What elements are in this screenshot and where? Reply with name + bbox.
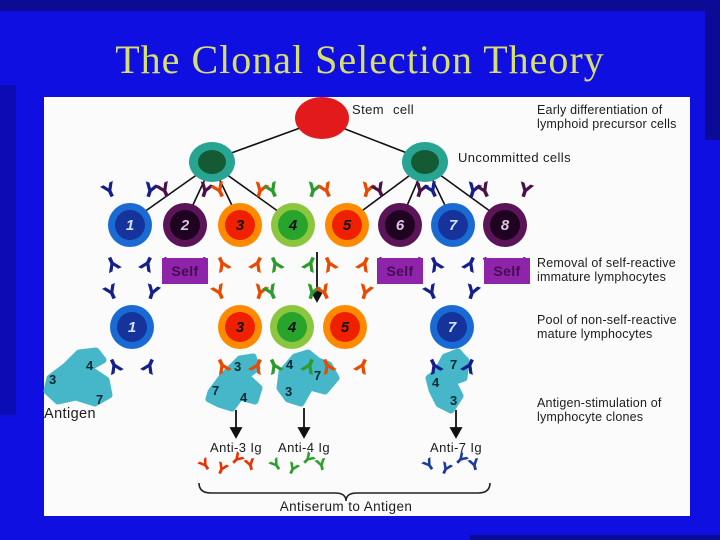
cell-number: 1 [125, 216, 135, 234]
cell-body: 4 [270, 305, 314, 349]
antigen-number: 7 [212, 383, 220, 398]
frame-bottom [470, 535, 720, 540]
antigen-number: 3 [450, 393, 458, 408]
stem-cell [295, 97, 349, 139]
cell-number: 4 [288, 216, 298, 234]
cell-number: 2 [180, 216, 190, 234]
antibody-icon: Y [242, 454, 258, 476]
cell-body: 3 [218, 203, 262, 247]
anti-3-ig-label: Anti-3 Ig [209, 440, 263, 455]
antigen-number: 7 [450, 357, 458, 372]
frame-top [0, 0, 720, 11]
antibody-icon: Y [266, 454, 286, 476]
cell-number: 5 [340, 318, 350, 336]
stem-cell-label: Stem cell [352, 102, 415, 117]
antibody-icon: Y [313, 454, 329, 476]
cell-body: 7 [431, 203, 475, 247]
cell-body: 7 [430, 305, 474, 349]
self-box: Self [377, 258, 423, 284]
cell-body: 6 [378, 203, 422, 247]
anti-7-ig-label: Anti-7 Ig [429, 440, 483, 455]
antigen-number: 4 [240, 390, 248, 405]
uncommitted-nucleus [198, 150, 226, 174]
cell-number: 7 [448, 216, 458, 234]
antigen-number: 7 [96, 392, 104, 407]
antigen-number: 3 [49, 372, 57, 387]
annotation-pool-mature: Pool of non-self-reactive mature lymphoc… [537, 313, 677, 342]
antibody-icon: Y [195, 454, 215, 476]
cell-body: 5 [323, 305, 367, 349]
cell-body: 2 [163, 203, 207, 247]
uncommitted-cell-left [189, 142, 235, 182]
self-box: Self [484, 258, 530, 284]
cell-number: 1 [127, 318, 137, 336]
annotation-removal-self-reactive: Removal of self-reactive immature lympho… [537, 256, 676, 285]
cell-number: 3 [235, 216, 245, 234]
cell-body: 4 [271, 203, 315, 247]
self-box: Self [162, 258, 208, 284]
self-label: Self [171, 263, 199, 279]
antigen-number: 4 [286, 357, 294, 372]
cell-number: 7 [447, 318, 457, 336]
slide-title: The Clonal Selection Theory [115, 37, 605, 82]
uncommitted-nucleus [411, 150, 439, 174]
antibody-icon: Y [466, 454, 482, 476]
cell-body: 1 [108, 203, 152, 247]
cell-number: 3 [235, 318, 245, 336]
frame-right [705, 0, 720, 140]
uncommitted-cell-right [402, 142, 448, 182]
self-label: Self [386, 263, 414, 279]
antigen-number: 4 [86, 358, 94, 373]
cell-body: 3 [218, 305, 262, 349]
cell-number: 4 [287, 318, 297, 336]
antigen-label: Antigen [44, 406, 96, 422]
antigen-number: 7 [314, 368, 322, 383]
annotation-antigen-stimulation: Antigen-stimulation of lymphocyte clones [537, 396, 662, 425]
cell-body: 8 [483, 203, 527, 247]
self-label: Self [493, 263, 521, 279]
anti-4-ig-label: Anti-4 Ig [277, 440, 331, 455]
cell-number: 5 [342, 216, 352, 234]
uncommitted-label: Uncommitted cells [458, 150, 571, 165]
antigen-number: 3 [234, 359, 242, 374]
cell-body: 5 [325, 203, 369, 247]
annotation-early-differentiation: Early differentiation of lymphoid precur… [537, 103, 677, 132]
frame-left [0, 85, 16, 415]
cell-number: 6 [395, 216, 405, 234]
antiserum-label: Antiserum to Antigen [279, 499, 413, 514]
antigen-number: 4 [432, 375, 440, 390]
cell-number: 8 [500, 216, 510, 234]
antigen-number: 3 [285, 384, 293, 399]
antibody-icon: Y [419, 454, 439, 476]
cell-body: 1 [110, 305, 154, 349]
lymphocyte-row1-8: YY8YY [474, 178, 535, 276]
